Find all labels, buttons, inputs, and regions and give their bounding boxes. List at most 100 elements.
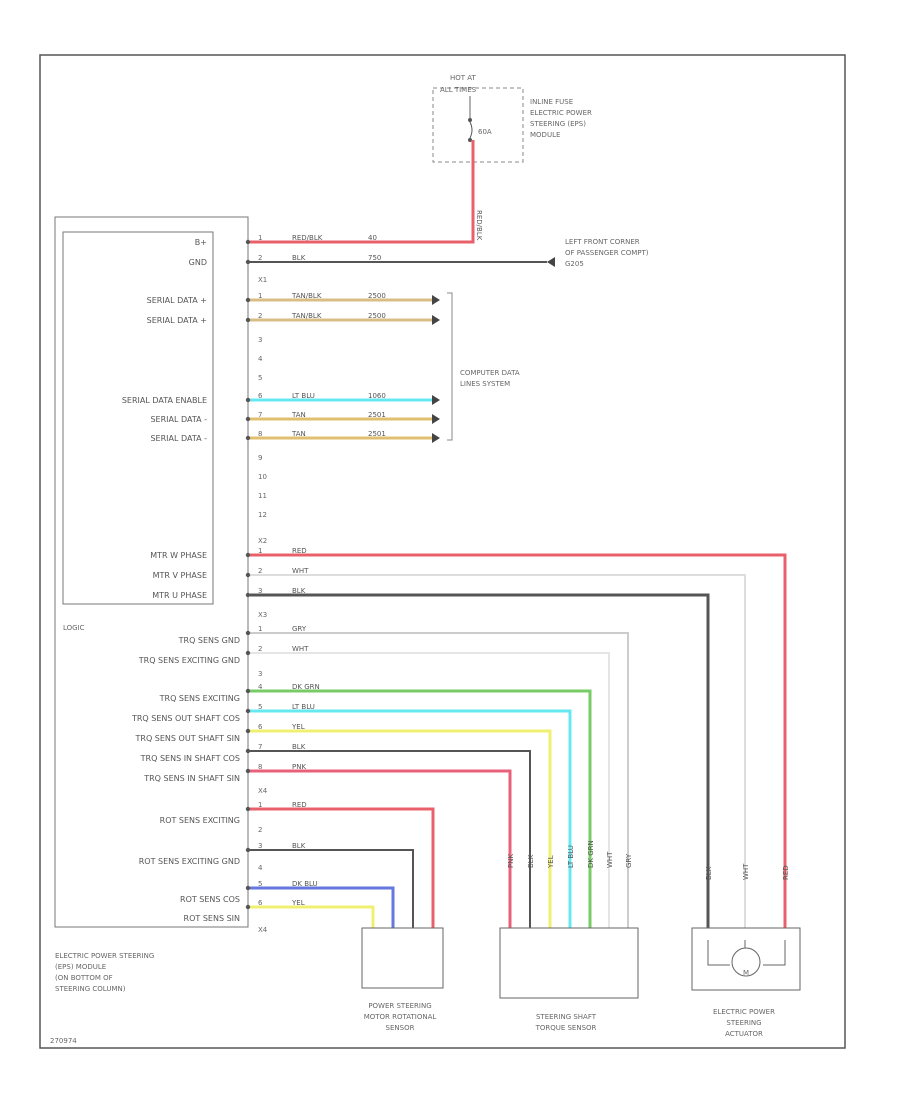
arrow-serial-data-2-icon (432, 315, 440, 325)
computer-data-bracket (447, 292, 453, 441)
rot-pin-number-1: 3 (258, 842, 262, 850)
pin-color-1: BLK (292, 254, 306, 262)
vlabel-torque-5: DK GRN (587, 840, 595, 868)
motor-pin-number-1: 2 (258, 567, 262, 575)
wire-rot-sin (250, 905, 375, 928)
fuse-desc-1: INLINE FUSE (530, 98, 573, 106)
rot-pin-label-3: ROT SENS SIN (184, 914, 240, 923)
pin-color-2: TAN/BLK (291, 292, 322, 300)
torque-pin-number-5: 7 (258, 743, 262, 751)
torque-pin-color-3: LT BLU (292, 703, 315, 711)
wire-rot-cos (250, 886, 395, 928)
torque-pin-color-1: WHT (292, 645, 309, 653)
module-name-2: (EPS) MODULE (55, 963, 106, 971)
motor-pin-number-2: 3 (258, 587, 262, 595)
torque-pin-number-3: 5 (258, 703, 262, 711)
wire-mtr-w (250, 553, 787, 928)
x1-pin-5: 5 (258, 374, 262, 382)
vlabel-torque-6: WHT (606, 851, 614, 868)
torque-pin-color-5: BLK (292, 743, 306, 751)
vlabel-torque-2: BLK (527, 854, 535, 868)
ground-arrow-icon (547, 257, 555, 267)
actuator-label-1: ELECTRIC POWER (713, 1008, 775, 1016)
connector-x1-label: X1 (258, 276, 267, 284)
fuse-terminal-bottom (468, 138, 472, 142)
ground-desc-1: LEFT FRONT CORNER (565, 238, 640, 246)
rot-sensor-label-2: MOTOR ROTATIONAL (364, 1013, 437, 1021)
rot-pin-color-1: BLK (292, 842, 306, 850)
fuse-title-2: ALL TIMES (440, 86, 477, 94)
rot-pin-label-1: ROT SENS EXCITING GND (139, 857, 240, 866)
torque-sensor-label-1: STEERING SHAFT (536, 1013, 597, 1021)
pin-color-3: TAN/BLK (291, 312, 322, 320)
rot-pin-color-3: YEL (291, 899, 305, 907)
pin-color-0: RED/BLK (292, 234, 323, 242)
x1-pin-11: 11 (258, 492, 267, 500)
pin-label-5: SERIAL DATA - (150, 415, 207, 424)
fuse-desc-4: MODULE (530, 131, 560, 139)
wire-trq-gnd (250, 632, 629, 928)
pin-circuit-5: 2501 (368, 411, 386, 419)
wire-mtr-v (250, 574, 746, 928)
vlabel-motor-3: RED (782, 865, 790, 880)
vlabel-torque-4: LT BLU (567, 845, 575, 868)
eps-module-box (54, 216, 249, 928)
diagram-id: 270974 (50, 1037, 77, 1045)
pin-label-0: B+ (195, 238, 207, 247)
ground-desc-3: G205 (565, 260, 584, 268)
torque-pin-number-4: 6 (258, 723, 263, 731)
fuse-block (432, 87, 524, 163)
pin-circuit-6: 2501 (368, 430, 386, 438)
pin-color-6: TAN (291, 430, 306, 438)
fuse-title-1: HOT AT (450, 74, 477, 82)
motor-pin-label-2: MTR U PHASE (152, 591, 207, 600)
x1-pin-10: 10 (258, 473, 267, 481)
torque-sensor-box (499, 927, 639, 999)
diagram-frame (39, 54, 846, 1049)
motor-pin-color-2: BLK (292, 587, 306, 595)
rot-pin-label-0: ROT SENS EXCITING (160, 816, 240, 825)
torque-pin-label-5: TRQ SENS IN SHAFT COS (140, 754, 240, 763)
rot-pin-number-0: 1 (258, 801, 262, 809)
vlabel-motor-2: WHT (742, 863, 750, 880)
vlabel-torque-1: PNK (507, 854, 515, 868)
torque-pin-label-0: TRQ SENS GND (178, 636, 240, 645)
pin-color-5: TAN (291, 411, 306, 419)
torque-pin-color-6: PNK (292, 763, 306, 771)
connector-x3-label: X3 (258, 611, 267, 619)
motor-pin-label-0: MTR W PHASE (150, 551, 207, 560)
motor-pin-color-0: RED (292, 547, 307, 555)
rot-sensor-label-1: POWER STEERING (368, 1002, 431, 1010)
pin-number-3: 2 (258, 312, 262, 320)
wire-trq-out-cos (250, 709, 572, 928)
computer-data-label-1: COMPUTER DATA (460, 369, 520, 377)
torque-pin-number-6: 8 (258, 763, 262, 771)
pin-circuit-2: 2500 (368, 292, 386, 300)
x4-pin-4: 4 (258, 864, 263, 872)
torque-pin-color-2: DK GRN (292, 683, 320, 691)
rot-pin-number-2: 5 (258, 880, 262, 888)
computer-data-label-2: LINES SYSTEM (460, 380, 510, 388)
motor-pin-number-0: 1 (258, 547, 262, 555)
wire-trq-exc (250, 689, 592, 928)
actuator-box (691, 927, 801, 991)
torque-pin-label-3: TRQ SENS OUT SHAFT COS (131, 714, 240, 723)
torque-pin-number-2: 4 (258, 683, 263, 691)
wire-trq-in-cos (250, 750, 531, 928)
ground-desc-2: OF PASSENGER COMPT) (565, 249, 649, 257)
torque-pin-number-0: 1 (258, 625, 262, 633)
fuse-desc-3: STEERING (EPS) (530, 120, 586, 128)
motor-pin-color-1: WHT (292, 567, 309, 575)
pin-number-2: 1 (258, 292, 262, 300)
motor-pin-label-1: MTR V PHASE (153, 571, 207, 580)
wire-bplus-vertical-label: RED/BLK (475, 210, 483, 241)
module-name-4: STEERING COLUMN) (55, 985, 126, 993)
rot-pin-number-3: 6 (258, 899, 263, 907)
x1-pin-3: 3 (258, 336, 262, 344)
arrow-serial-data-enable-icon (432, 395, 440, 405)
wire-bplus (250, 140, 475, 244)
x1-pin-12: 12 (258, 511, 267, 519)
pin-number-5: 7 (258, 411, 262, 419)
